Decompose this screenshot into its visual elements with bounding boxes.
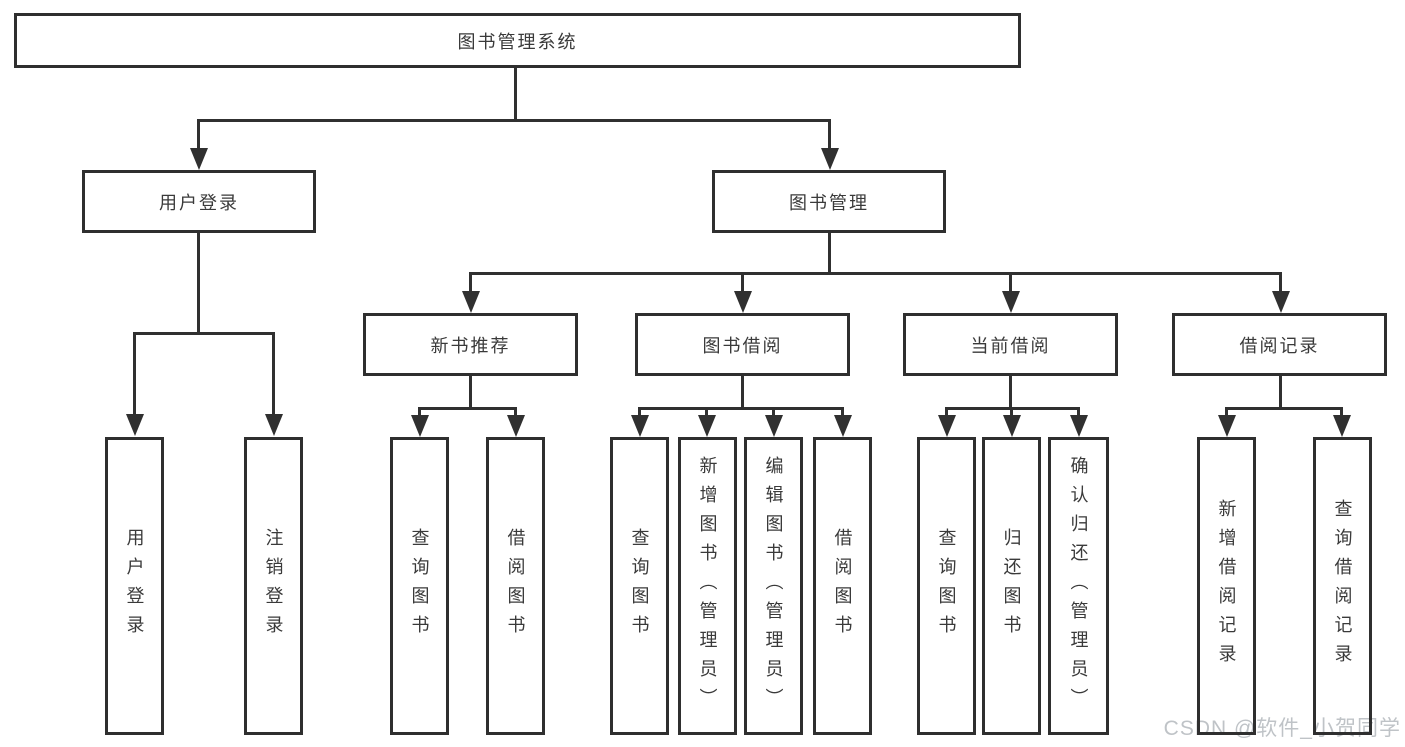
arrow-to-user-login [190, 148, 208, 170]
arrow-cb-q [938, 415, 956, 437]
leaf-label: 查询图书 [629, 528, 650, 644]
leaf-cb-return-books: 归还图书 [982, 437, 1041, 735]
leaf-label: 查询借阅记录 [1332, 499, 1353, 673]
connector-bb-e [772, 407, 775, 418]
leaf-label: 确认归还（管理员） [1068, 455, 1089, 717]
leaf-bb-edit-books-admin: 编辑图书（管理员） [744, 437, 803, 735]
arrow-to-leaf-logout [265, 414, 283, 436]
connector-rec-stem [469, 376, 472, 409]
arrow-bb-a [698, 415, 716, 437]
leaf-rec-query-books: 查询图书 [390, 437, 449, 735]
node-new-book-recommendation: 新书推荐 [363, 313, 578, 376]
leaf-bb-borrow-books: 借阅图书 [813, 437, 872, 735]
node-user-login: 用户登录 [82, 170, 316, 233]
connector-to-user-login [197, 119, 200, 150]
leaf-user-login: 用户登录 [105, 437, 164, 735]
leaf-bb-query-books: 查询图书 [610, 437, 669, 735]
node-book-management: 图书管理 [712, 170, 946, 233]
arrow-cb-c [1070, 415, 1088, 437]
arrow-cb-r [1003, 415, 1021, 437]
connector-bb-b [841, 407, 844, 418]
connector-to-book-borrow [741, 272, 744, 293]
arrow-to-current-borrow [1002, 291, 1020, 313]
leaf-label: 用户登录 [124, 528, 145, 644]
connector-user-login-crossbar [133, 332, 275, 335]
arrow-to-book-borrow [734, 291, 752, 313]
connector-to-leaf-logout [272, 332, 275, 416]
connector-rec-b [514, 407, 517, 418]
node-label: 借阅记录 [1239, 335, 1320, 356]
leaf-logout: 注销登录 [244, 437, 303, 735]
arrow-bb-q [631, 415, 649, 437]
connector-rec-q [418, 407, 421, 418]
connector-book-mgmt-stem [828, 233, 831, 274]
node-label: 当前借阅 [970, 335, 1051, 356]
arrow-to-book-management [821, 148, 839, 170]
arrow-rec-q [411, 415, 429, 437]
arrow-bb-b [834, 415, 852, 437]
connector-to-leaf-login [133, 332, 136, 416]
connector-to-borrow-records [1279, 272, 1282, 293]
connector-book-mgmt-crossbar [469, 272, 1281, 275]
connector-br-a [1225, 407, 1228, 418]
arrow-rec-b [507, 415, 525, 437]
connector-bb-a [705, 407, 708, 418]
node-label: 图书管理系统 [457, 31, 578, 52]
connector-bb-crossbar [638, 407, 844, 410]
connector-to-new-book [469, 272, 472, 293]
connector-cb-stem [1009, 376, 1012, 409]
node-borrowing-records: 借阅记录 [1172, 313, 1387, 376]
connector-root-crossbar [197, 119, 830, 122]
connector-cb-q [945, 407, 948, 418]
arrow-to-new-book [462, 291, 480, 313]
arrow-br-q [1333, 415, 1351, 437]
node-label: 用户登录 [159, 192, 239, 213]
node-library-management-system: 图书管理系统 [14, 13, 1021, 68]
node-current-borrowing: 当前借阅 [903, 313, 1118, 376]
leaf-label: 新增图书（管理员） [697, 455, 718, 717]
leaf-br-add-record: 新增借阅记录 [1197, 437, 1256, 735]
leaf-label: 新增借阅记录 [1216, 499, 1237, 673]
leaf-label: 借阅图书 [832, 528, 853, 644]
node-label: 图书借阅 [702, 335, 783, 356]
connector-to-current-borrow [1009, 272, 1012, 293]
leaf-cb-query-books: 查询图书 [917, 437, 976, 735]
connector-br-crossbar [1225, 407, 1343, 410]
leaf-bb-add-books-admin: 新增图书（管理员） [678, 437, 737, 735]
node-label: 图书管理 [789, 192, 869, 213]
node-book-borrowing: 图书借阅 [635, 313, 850, 376]
leaf-label: 借阅图书 [505, 528, 526, 644]
connector-br-stem [1279, 376, 1282, 409]
arrow-to-leaf-login [126, 414, 144, 436]
connector-rec-crossbar [418, 407, 517, 410]
connector-root-stem [514, 68, 517, 121]
leaf-br-query-record: 查询借阅记录 [1313, 437, 1372, 735]
leaf-label: 查询图书 [409, 528, 430, 644]
connector-cb-c [1077, 407, 1080, 418]
leaf-rec-borrow-books: 借阅图书 [486, 437, 545, 735]
leaf-label: 编辑图书（管理员） [763, 455, 784, 717]
arrow-bb-e [765, 415, 783, 437]
csdn-watermark: CSDN @软件_小贺同学 [1163, 717, 1401, 740]
connector-cb-r [1010, 407, 1013, 418]
connector-bb-q [638, 407, 641, 418]
leaf-cb-confirm-return-admin: 确认归还（管理员） [1048, 437, 1109, 735]
connector-user-login-stem [197, 233, 200, 334]
leaf-label: 查询图书 [936, 528, 957, 644]
connector-to-book-management [828, 119, 831, 150]
leaf-label: 归还图书 [1001, 528, 1022, 644]
connector-bb-stem [741, 376, 744, 409]
leaf-label: 注销登录 [263, 528, 284, 644]
connector-br-q [1340, 407, 1343, 418]
arrow-br-a [1218, 415, 1236, 437]
arrow-to-borrow-records [1272, 291, 1290, 313]
node-label: 新书推荐 [430, 335, 511, 356]
